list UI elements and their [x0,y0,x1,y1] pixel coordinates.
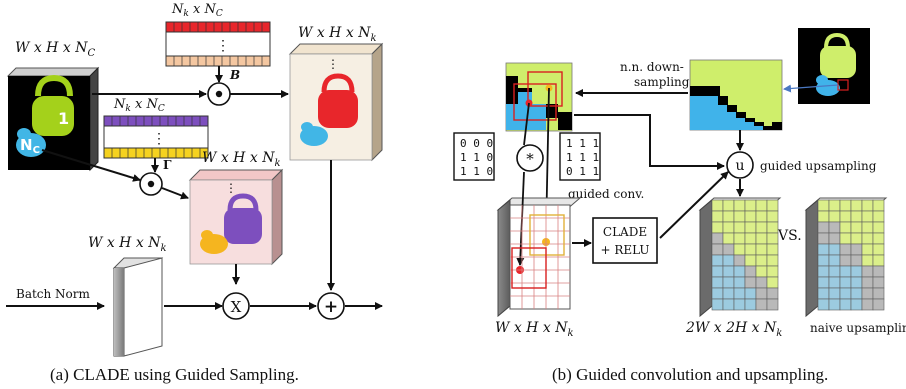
gamma-output-volume: ⋮ [188,168,284,266]
input-segmentation-map: 1 NC [6,66,100,172]
left-panel: W x H x NC 1 NC Nk x NC ⋮ B [6,2,384,384]
downsampling-label-1: n.n. down- [620,60,684,74]
gamma-matrix: ⋮ [103,115,209,159]
zoomed-map [689,59,783,131]
gamma-output-dims: W x H x Nk [202,150,281,169]
svg-text:⋮: ⋮ [216,38,230,54]
caption-b: (b) Guided convolution and upsampling. [552,365,828,384]
batch-norm-label: Batch Norm [16,287,91,301]
thumbnail-lock-icon [820,46,856,78]
conv-node: * [516,144,544,172]
guided-upsampling-label: guided upsampling [760,159,877,173]
svg-text:1 1 0: 1 1 0 [460,165,493,178]
input-dims-label: W x H x NC [15,40,95,59]
lock-body-icon [32,96,74,136]
gamma-matrix-dims: Nk x NC [113,97,165,114]
svg-text:+: + [324,297,338,317]
downsampling-label-2: sampling [634,75,690,89]
purple-lock-icon [224,208,262,244]
beta-matrix-dims: Nk x NC [171,2,223,19]
red-window [513,83,557,121]
svg-text:⋮: ⋮ [152,131,166,147]
beta-output-volume: ⋮ [288,42,384,162]
svg-text:X: X [231,298,242,316]
gamma-dot-product-node [139,172,163,196]
clade-relu-block: CLADE + RELU [592,217,658,264]
svg-text:⋮: ⋮ [225,181,237,195]
svg-text:+ RELU: + RELU [600,243,649,257]
svg-text:u: u [735,158,744,174]
bn-dims: W x H x Nk [88,235,167,254]
right-panel: n.n. down- sampling u guided upsampling [453,28,906,384]
beta-output-dims: W x H x Nk [298,25,377,44]
beta-matrix: ⋮ [165,21,271,67]
svg-text:0 1 1: 0 1 1 [566,165,599,178]
batch-norm-volume [112,257,164,357]
kernel-right: 1 1 1 1 1 1 0 1 1 [559,132,601,181]
svg-text:CLADE: CLADE [603,225,647,239]
multiply-node: X [222,292,250,320]
beta-label: B [229,68,240,82]
add-node: + [317,292,345,320]
guided-upsampled-volume [698,197,782,318]
svg-text:1 1 0: 1 1 0 [460,151,493,164]
beta-dot-product-node [207,82,231,106]
naive-upsampling-label: naive upsampling [810,321,906,335]
vs-label: VS. [777,228,802,244]
upsampled-dims: 2W x 2H x Nk [685,320,782,339]
lock-icon [35,74,73,97]
feature-volume [496,171,582,318]
guided-conv-label: guided conv. [568,187,644,201]
gamma-label: Γ [163,158,172,172]
svg-text:0 0 0: 0 0 0 [460,137,493,150]
caption-a: (a) CLADE using Guided Sampling. [50,365,299,384]
feature-dims: W x H x Nk [495,320,574,339]
nc-overlay-label: NC [20,136,40,156]
svg-text:1 1 1: 1 1 1 [566,151,599,164]
svg-text:1 1 1: 1 1 1 [566,137,599,150]
upsample-node: u [726,151,754,179]
downsampled-map [505,62,573,132]
red-lock-icon [318,90,358,128]
svg-text:⋮: ⋮ [327,57,339,71]
thumbnail-map [798,28,870,104]
class-id-label: 1 [58,109,69,128]
kernel-left: 0 0 0 1 1 0 1 1 0 [453,132,495,181]
svg-text:*: * [526,150,534,168]
naive-upsampled-volume [804,197,888,318]
